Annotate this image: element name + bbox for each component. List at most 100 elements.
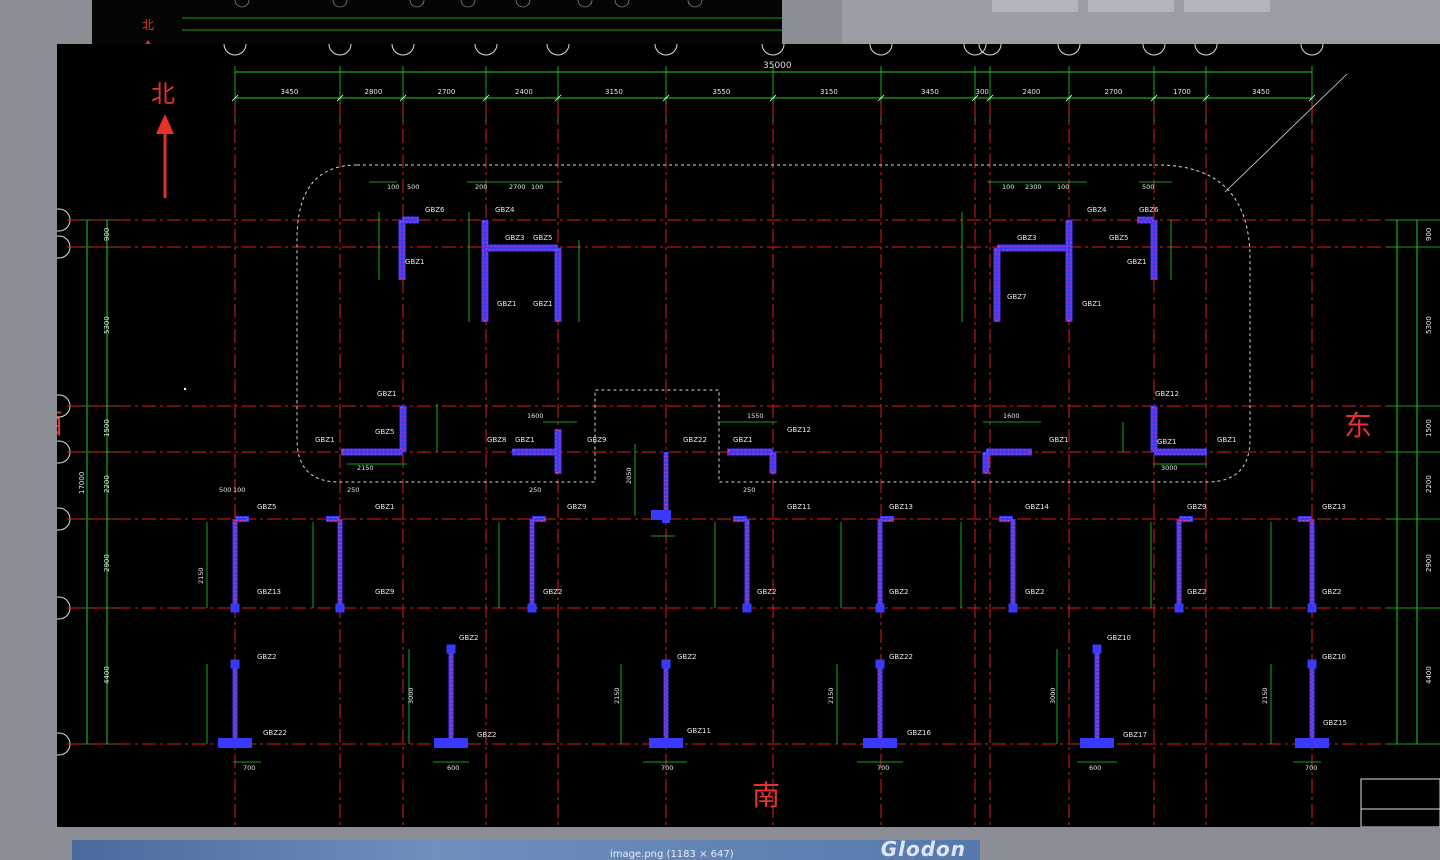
axis-bubble [1194, 44, 1218, 56]
overall-dimension: 35000 [763, 61, 792, 71]
axis-bubble [654, 44, 678, 56]
bay-dimension-text: 2700 [1105, 88, 1123, 96]
shear-wall [769, 452, 777, 474]
local-dimension-text: 500 [219, 486, 231, 494]
local-dimension-text: 2150 [357, 464, 374, 472]
wall-column [434, 738, 468, 748]
wall-tag: GBZ4 [495, 206, 515, 214]
wall-tag: GBZ1 [1049, 436, 1068, 444]
wall-tag: GBZ10 [1107, 634, 1131, 642]
local-dimension-text: 700 [877, 764, 889, 772]
right-dimension-text: 4400 [1425, 666, 1433, 684]
wall-tag: GBZ11 [787, 503, 811, 511]
left-dimension-text: 2900 [103, 554, 111, 572]
wall-tag: GBZ6 [1139, 206, 1159, 214]
local-dimension-text: 3000 [407, 687, 415, 704]
left-dimension-text: 1500 [103, 419, 111, 437]
wall-tag: GBZ3 [505, 234, 524, 242]
bay-dimension-text: 1700 [1173, 88, 1191, 96]
wall-tag: GBZ13 [889, 503, 913, 511]
shear-wall [1176, 519, 1182, 608]
shear-wall-hatch [1180, 517, 1192, 521]
bay-dimension-text: 2400 [1023, 88, 1041, 96]
wall-tag: GBZ1 [733, 436, 752, 444]
wall-tag: GBZ5 [533, 234, 552, 242]
south-label: 南 [752, 779, 781, 812]
background-drawing-strip: 北 [92, 0, 782, 46]
wall-column [875, 659, 885, 669]
shear-wall-hatch [664, 453, 668, 518]
shear-wall-hatch [1000, 517, 1012, 521]
local-dimension-text: 2700 [509, 183, 526, 191]
wall-tag: GBZ3 [1017, 234, 1036, 242]
background-panel [842, 0, 1440, 44]
shear-wall [877, 519, 883, 608]
shear-wall [1065, 220, 1073, 322]
axis-bubble [978, 44, 1002, 56]
left-dimension-text: 900 [103, 228, 111, 241]
shear-wall [986, 448, 1032, 456]
local-dimension-text: 200 [475, 183, 487, 191]
wall-column [661, 659, 671, 669]
north-arrow-head [156, 114, 174, 134]
shear-wall-hatch [734, 517, 746, 521]
wall-tag: GBZ2 [257, 653, 276, 661]
dimension-tick [1065, 94, 1073, 102]
left-dimension-text: 4400 [103, 666, 111, 684]
shear-wall [235, 516, 249, 522]
wall-tag: GBZ6 [425, 206, 445, 214]
shear-wall [982, 452, 990, 474]
wall-tag: GBZ22 [263, 729, 287, 737]
wall-column [651, 510, 671, 520]
background-tile [1088, 0, 1174, 12]
wall-column [742, 603, 752, 613]
local-dimension-text: 500 [407, 183, 419, 191]
stray-point [183, 387, 187, 391]
bay-dimension-text: 2400 [515, 88, 533, 96]
wall-column [335, 603, 345, 613]
wall-tag: GBZ17 [1123, 731, 1147, 739]
wall-column [446, 644, 456, 654]
shear-wall-hatch [236, 517, 248, 521]
bay-dimension-text: 300 [976, 88, 989, 96]
wall-column [1307, 603, 1317, 613]
shear-wall-hatch [994, 249, 1000, 321]
dimension-tick [231, 94, 239, 102]
shear-wall [727, 448, 773, 456]
shear-wall [1309, 664, 1315, 744]
shear-wall [232, 519, 238, 608]
bay-dimension-text: 3450 [921, 88, 939, 96]
shear-wall [398, 220, 406, 280]
wall-column [649, 738, 683, 748]
right-dimension-text: 2200 [1425, 475, 1433, 493]
wall-tag: GBZ2 [543, 588, 562, 596]
shear-wall [999, 516, 1013, 522]
wall-tag: GBZ22 [683, 436, 707, 444]
wall-tag: GBZ7 [1007, 293, 1026, 301]
right-dimension-text: 900 [1425, 228, 1433, 241]
bay-dimension-text: 3450 [1252, 88, 1270, 96]
left-dimension-text: 5300 [103, 316, 111, 334]
wall-tag: GBZ9 [375, 588, 394, 596]
local-dimension-text: 700 [661, 764, 673, 772]
wall-tag: GBZ13 [1322, 503, 1346, 511]
dimension-tick [1150, 94, 1158, 102]
shear-wall [554, 429, 562, 474]
wall-tag: GBZ13 [257, 588, 281, 596]
shear-wall [448, 649, 454, 744]
shear-wall [993, 248, 1001, 322]
local-dimension-text: 2150 [1261, 687, 1269, 704]
axis-bubble [391, 44, 415, 56]
shear-wall [1137, 216, 1154, 224]
wall-column [1092, 644, 1102, 654]
local-dimension-text: 250 [743, 486, 755, 494]
dimension-tick [336, 94, 344, 102]
wall-column [1174, 603, 1184, 613]
local-dimension-text: 3000 [1161, 464, 1178, 472]
local-dimension-text: 2050 [625, 467, 633, 484]
wall-tag: GBZ1 [1082, 300, 1101, 308]
wall-tag: GBZ2 [477, 731, 496, 739]
shear-wall [554, 248, 562, 322]
left-total-dimension: 17000 [78, 472, 86, 494]
